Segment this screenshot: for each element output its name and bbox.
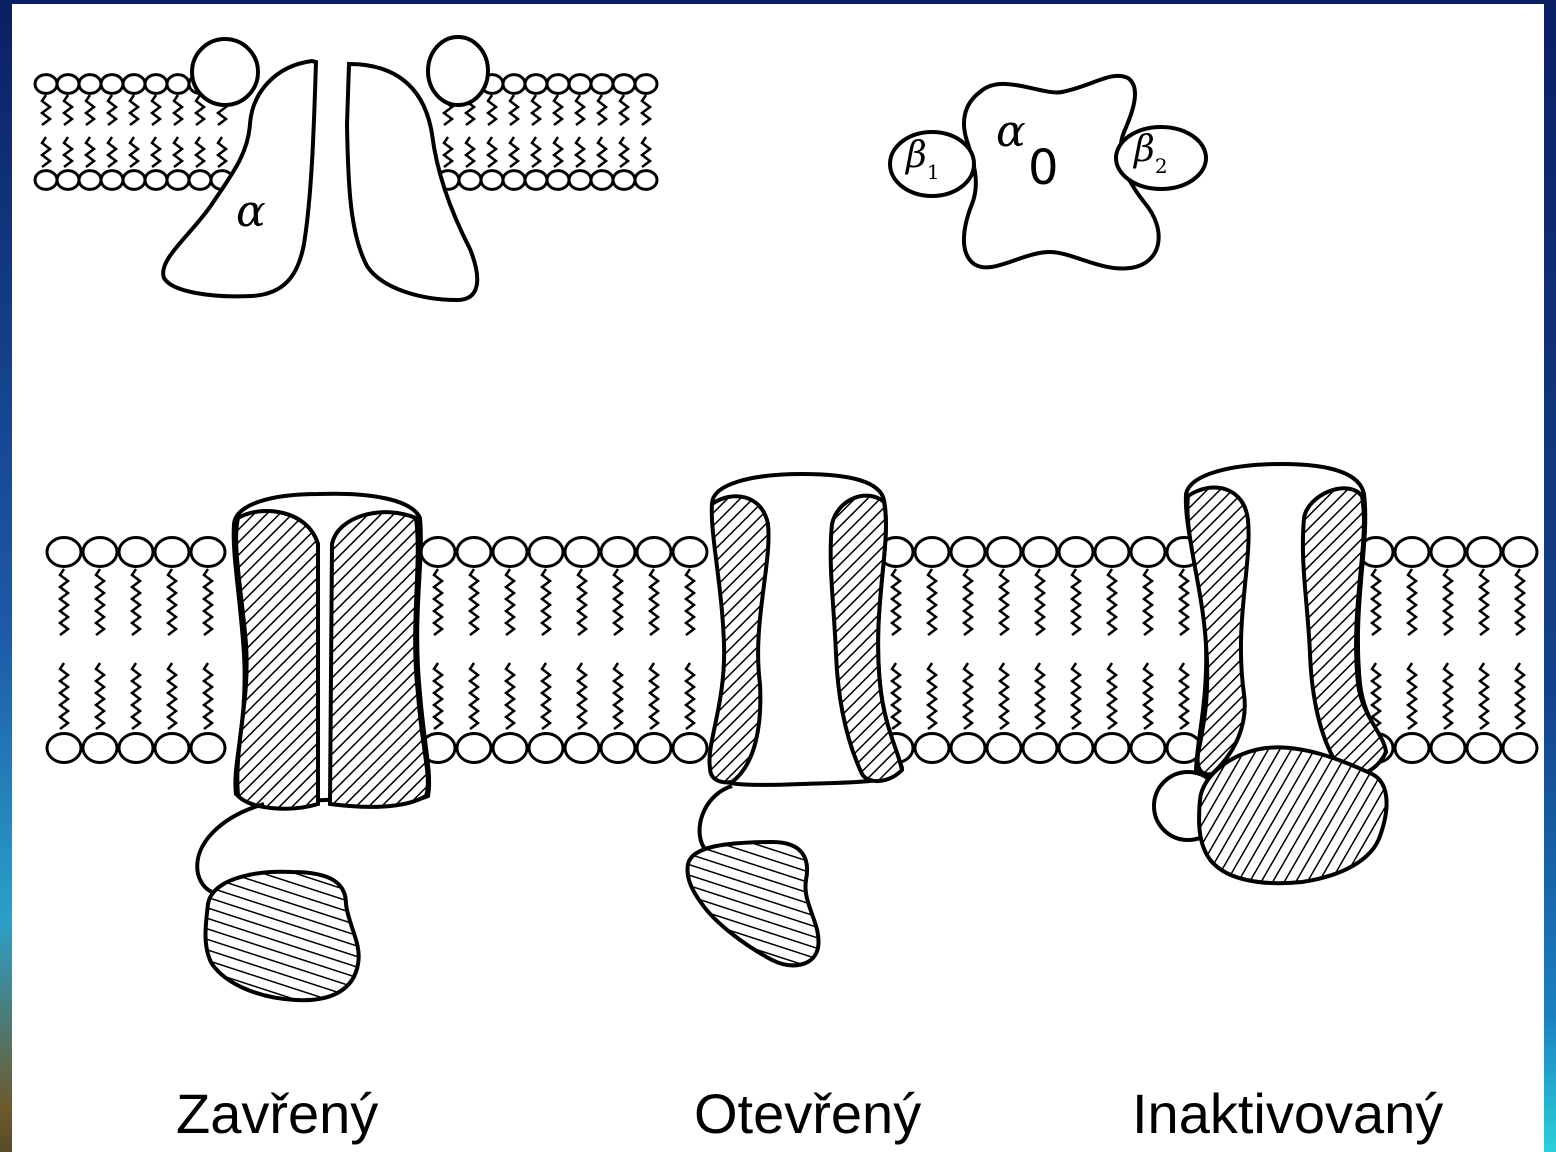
lipid [421, 538, 455, 763]
lipid [145, 75, 167, 190]
lipid [525, 75, 547, 190]
lipid [915, 538, 949, 763]
lipid [119, 538, 153, 763]
lipid [601, 538, 635, 763]
lipid [155, 538, 189, 763]
lipid [591, 75, 613, 190]
lipid [1467, 538, 1501, 763]
lipid [547, 75, 569, 190]
channel-inactivated [1154, 464, 1387, 883]
channel-diagram [12, 4, 1544, 1152]
lipid [79, 75, 101, 190]
lipid [569, 75, 591, 190]
channel-closed [197, 494, 429, 1001]
beta2-label: β2 [1134, 132, 1168, 168]
lipid [1395, 538, 1429, 763]
lipid [1431, 538, 1465, 763]
lipid [83, 538, 117, 763]
lipid [565, 538, 599, 763]
alpha-subscript: 0 [1028, 144, 1059, 192]
slide-frame-right [1544, 0, 1556, 1152]
lipid [673, 538, 707, 763]
state-label-open: Otevřený [694, 1086, 921, 1142]
lipid [493, 538, 527, 763]
alpha-label-side: α [236, 190, 266, 234]
lipid [57, 75, 79, 190]
beta1-symbol: β [906, 135, 927, 176]
lipid [457, 538, 491, 763]
lipid [191, 538, 225, 763]
lipid [123, 75, 145, 190]
alpha-label-top: α [996, 110, 1026, 154]
state-label-closed: Zavřený [176, 1086, 378, 1142]
lipid [613, 75, 635, 190]
lipid [635, 75, 657, 190]
lipid [1095, 538, 1129, 763]
lipid [529, 538, 563, 763]
beta1-label: β1 [906, 138, 940, 174]
lipid [951, 538, 985, 763]
alpha-subunit-side-view [163, 37, 488, 300]
lipid [637, 538, 671, 763]
lipid [1503, 538, 1537, 763]
beta2-subscript: 2 [1155, 154, 1168, 178]
channel-open [688, 474, 902, 965]
diagram-canvas: α α 0 β1 β2 Zavřený Otevřený Inaktivovan… [12, 4, 1544, 1152]
lipid [47, 538, 81, 763]
lipid [481, 75, 503, 190]
lipid [35, 75, 57, 190]
lipid [1059, 538, 1093, 763]
lipid [167, 75, 189, 190]
lipid [101, 75, 123, 190]
beta1-subscript: 1 [927, 160, 940, 184]
lipid [1131, 538, 1165, 763]
beta2-symbol: β [1134, 129, 1155, 170]
slide-frame-left [0, 0, 12, 1152]
lipid [503, 75, 525, 190]
lipid [1023, 538, 1057, 763]
lipid [987, 538, 1021, 763]
state-label-inactivated: Inaktivovaný [1132, 1086, 1443, 1142]
